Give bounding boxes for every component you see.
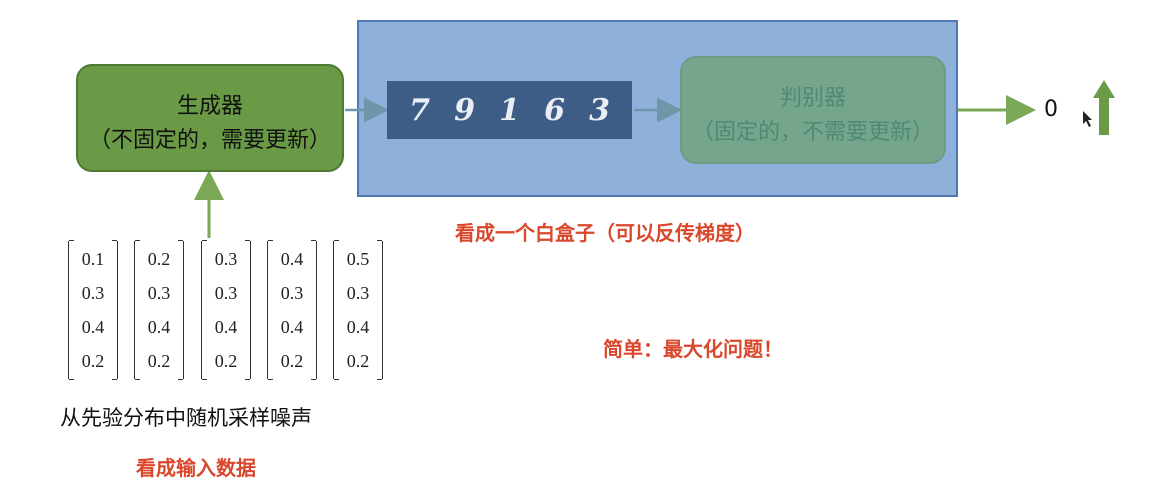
vector-entry: 0.4: [280, 317, 304, 337]
up-arrow-icon: [1093, 80, 1115, 135]
output-value: 0: [1044, 97, 1058, 122]
vector-entry: 0.4: [346, 317, 370, 337]
vector-entry: 0.4: [147, 317, 171, 337]
vector-entry: 0.2: [280, 351, 304, 371]
vector-entry: 0.2: [81, 351, 105, 371]
noise-vector: 0.5 0.3 0.4 0.2: [333, 240, 383, 380]
generated-samples-strip: 7 9 1 6 3: [387, 81, 632, 139]
vector-entry: 0.2: [214, 351, 238, 371]
noise-vector: 0.2 0.3 0.4 0.2: [134, 240, 184, 380]
vector-entry: 0.1: [81, 249, 105, 269]
generated-digit: 9: [454, 92, 475, 128]
input-data-caption: 看成输入数据: [136, 456, 256, 480]
vector-entry: 0.2: [147, 249, 171, 269]
generated-digit: 1: [499, 92, 520, 128]
vector-entry: 0.2: [147, 351, 171, 371]
generator-box: 生成器 （不固定的，需要更新）: [76, 64, 344, 172]
vector-entry: 0.3: [346, 283, 370, 303]
vector-entry: 0.3: [147, 283, 171, 303]
discriminator-box: 判别器 （固定的，不需要更新）: [680, 56, 946, 164]
discriminator-title: 判别器: [779, 86, 846, 111]
noise-vector: 0.3 0.3 0.4 0.2: [201, 240, 251, 380]
generated-digit: 7: [409, 92, 430, 128]
vector-entry: 0.4: [280, 249, 304, 269]
generated-digit: 6: [544, 92, 565, 128]
noise-caption: 从先验分布中随机采样噪声: [60, 406, 312, 430]
vector-entry: 0.4: [214, 317, 238, 337]
vector-entry: 0.5: [346, 249, 370, 269]
vector-entry: 0.3: [81, 283, 105, 303]
vector-entry: 0.4: [81, 317, 105, 337]
vector-entry: 0.3: [280, 283, 304, 303]
noise-vector: 0.4 0.3 0.4 0.2: [267, 240, 317, 380]
vector-entry: 0.2: [346, 351, 370, 371]
noise-vector: 0.1 0.3 0.4 0.2: [68, 240, 118, 380]
maximize-caption: 简单：最大化问题！: [603, 337, 783, 361]
white-box-caption: 看成一个白盒子（可以反传梯度）: [455, 221, 755, 245]
mouse-cursor-icon: [1083, 111, 1092, 127]
discriminator-subtitle: （固定的，不需要更新）: [691, 120, 934, 145]
vector-entry: 0.3: [214, 283, 238, 303]
vector-entry: 0.3: [214, 249, 238, 269]
generated-digit: 3: [589, 92, 610, 128]
generator-subtitle: （不固定的，需要更新）: [88, 128, 331, 153]
generator-title: 生成器: [176, 94, 243, 119]
